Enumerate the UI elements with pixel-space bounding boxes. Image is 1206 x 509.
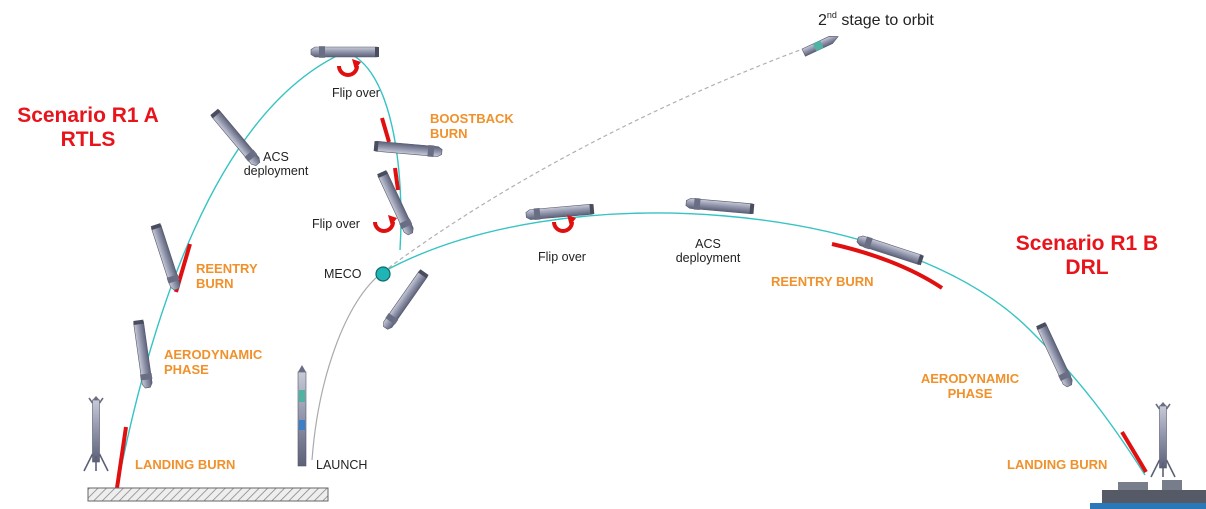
boostback-burn-segment — [380, 117, 391, 143]
scenario-b-line1: Scenario R1 B — [1015, 232, 1159, 255]
flip-over-b-label: Flip over — [538, 250, 586, 264]
reentry-a-line2: BURN — [196, 275, 234, 291]
meco-marker-icon — [375, 266, 391, 282]
booster-aero-b-icon — [1034, 321, 1076, 389]
booster-flip-b-icon — [525, 202, 595, 222]
stage2-label: 2nd stage to orbit — [818, 10, 934, 30]
booster-aero-phase-icon — [132, 319, 154, 389]
scenario-a-line1: Scenario R1 A — [17, 104, 159, 127]
acs-a-label: ACS deployment — [236, 150, 316, 179]
launch-label: LAUNCH — [316, 458, 368, 472]
reentry-burn-b-label: REENTRY BURN — [771, 274, 874, 289]
aero-a-line2: PHASE — [164, 361, 209, 377]
reentry-burn-b-segment — [831, 242, 944, 290]
second-stage-icon — [801, 36, 839, 57]
boostback-line2: BURN — [430, 125, 468, 141]
landed-booster-rtls-icon — [83, 395, 109, 472]
landing-burn-a-segment — [115, 426, 128, 489]
scenario-b-line2: DRL — [1065, 256, 1109, 280]
scenario-a-line2: RTLS — [60, 128, 116, 152]
scenario-a-title: Scenario R1 A RTLS — [8, 104, 168, 152]
stage2-sup: nd — [826, 10, 837, 20]
launch-vehicle-icon — [297, 365, 307, 467]
boostback-burn-label: BOOSTBACK BURN — [430, 111, 514, 142]
aero-phase-a-label: AERODYNAMIC PHASE — [164, 347, 263, 378]
boostback-burn-segment-2 — [393, 167, 400, 191]
drone-ship-icon — [1090, 480, 1206, 509]
acs-a-line1: ACS — [263, 150, 289, 164]
stage2-trajectory — [382, 49, 801, 273]
landing-burn-b-segment — [1120, 430, 1148, 474]
flip-arrow-top-icon — [337, 57, 363, 77]
landing-burn-b-label: LANDING BURN — [1007, 457, 1108, 472]
aero-phase-b-label: AERODYNAMIC PHASE — [920, 371, 1020, 402]
flip-arrow-mid-icon — [373, 213, 399, 233]
landed-booster-drl-icon — [1150, 401, 1176, 478]
acs-b-line1: ACS — [695, 237, 721, 251]
stage2-rest: stage to orbit — [836, 12, 934, 29]
scenario-b-title: Scenario R1 B DRL — [1002, 232, 1172, 280]
booster-apogee-icon — [310, 45, 380, 59]
aero-b-line1: AERODYNAMIC — [920, 371, 1020, 386]
flip-over-mid-label: Flip over — [312, 217, 360, 231]
acs-a-line2: deployment — [243, 164, 309, 179]
stage2-ordinal: 2 — [818, 12, 827, 29]
meco-label: MECO — [324, 267, 362, 281]
aero-b-line2: PHASE — [947, 385, 993, 401]
ascent-trajectory — [311, 271, 384, 461]
acs-b-label: ACS deployment — [668, 237, 748, 266]
booster-boostback-icon — [373, 139, 443, 159]
aero-a-line1: AERODYNAMIC — [164, 347, 263, 362]
acs-b-line2: deployment — [675, 251, 741, 266]
landing-pad-icon — [87, 487, 329, 502]
reentry-burn-a-label: REENTRY BURN — [196, 261, 258, 292]
reentry-a-line1: REENTRY — [196, 261, 258, 276]
drl-trajectory — [382, 212, 1146, 476]
landing-burn-a-label: LANDING BURN — [135, 457, 236, 472]
booster-reentry-a-icon — [149, 222, 183, 292]
flip-over-top-label: Flip over — [332, 86, 380, 100]
booster-acs-b-icon — [685, 196, 755, 216]
boostback-line1: BOOSTBACK — [430, 111, 514, 126]
